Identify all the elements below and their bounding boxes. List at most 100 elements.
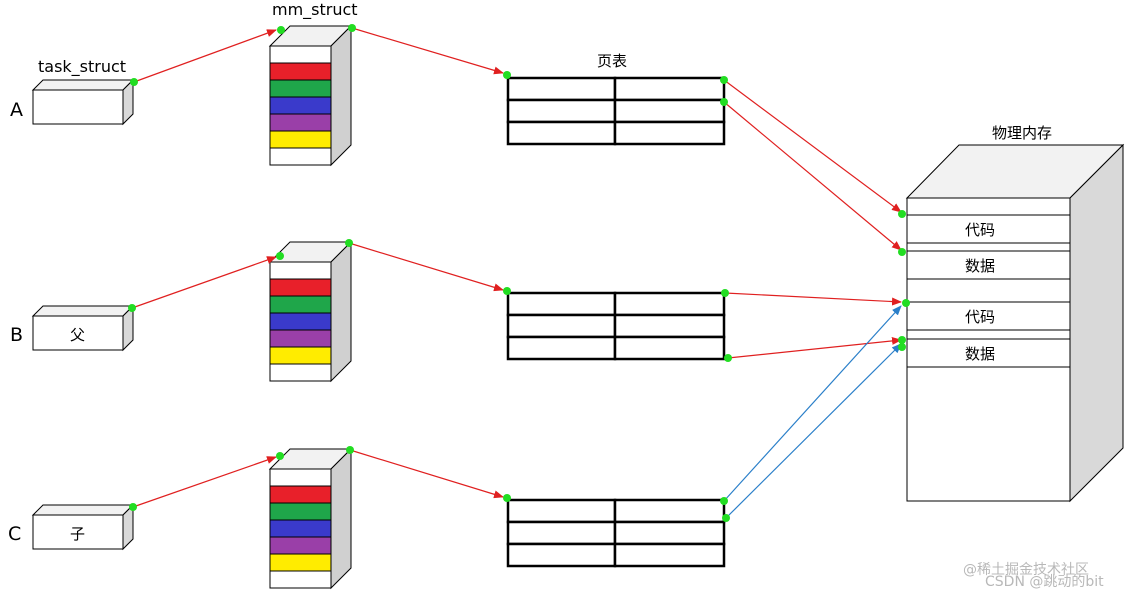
mm-struct-stripe: [269, 130, 332, 149]
dot-task-a: [130, 78, 138, 86]
page-table-cell: [613, 542, 726, 568]
dot-mm-b-out: [345, 239, 353, 247]
mm-struct-stripe: [269, 485, 332, 504]
physical-memory-block: 代码 数据 代码 数据: [905, 143, 1125, 503]
memory-region-data-1: [906, 250, 1071, 280]
page-table-cell: [506, 335, 617, 361]
dot-pt-c-out-1: [720, 497, 728, 505]
physical-memory-label: 物理内存: [992, 124, 1052, 142]
dot-mem-code-2: [902, 299, 910, 307]
dot-pt-a-out-1: [720, 76, 728, 84]
task-struct-box-c: 子: [31, 503, 135, 551]
page-table-cell: [506, 98, 617, 124]
page-table-a: [506, 76, 726, 146]
task-struct-label: task_struct: [38, 57, 126, 77]
page-table-b: [506, 291, 726, 361]
process-letter-b: B: [10, 324, 23, 346]
mm-struct-stripe: [269, 329, 332, 348]
arrow-pt-b-to-data: [727, 336, 902, 359]
dot-mem-data-2-a: [898, 336, 906, 344]
task-struct-label-child: 子: [70, 525, 85, 543]
page-table-cell: [506, 498, 617, 524]
dot-task-b: [128, 304, 136, 312]
watermark-juejin: @稀土掘金技术社区: [963, 562, 1089, 578]
dot-mm-c-in: [276, 452, 284, 460]
memory-region-code-2-label: 代码: [965, 308, 995, 326]
mm-struct-stack-c: [268, 447, 353, 590]
mm-struct-stripe: [269, 570, 332, 589]
page-table-cell: [506, 76, 617, 102]
page-table-cell: [506, 542, 617, 568]
dot-mm-c-out: [346, 446, 354, 454]
arrow-pt-a-to-data: [723, 101, 902, 251]
watermark-csdn: CSDN @跳动的bit: [985, 574, 1104, 590]
mm-struct-stripe: [269, 278, 332, 297]
page-table-cell: [613, 120, 726, 146]
dot-mm-a-out: [348, 24, 356, 32]
page-table-cell: [506, 291, 617, 317]
dot-mm-b-in: [276, 252, 284, 260]
mm-struct-stripe: [269, 62, 332, 81]
dot-pt-b-out-1: [721, 289, 729, 297]
mm-struct-stripe: [269, 519, 332, 538]
mm-struct-stripe: [269, 346, 332, 365]
memory-region-code-1-label: 代码: [965, 221, 995, 239]
mm-struct-side: [330, 24, 352, 167]
mm-struct-stack-a: [268, 24, 353, 167]
mm-struct-stack-b: [268, 240, 353, 383]
mm-struct-stripe: [269, 363, 332, 382]
arrows: [131, 27, 902, 519]
dot-pt-b-out-2: [724, 354, 732, 362]
page-table-cell: [613, 76, 726, 102]
connector-dots: [128, 24, 910, 522]
mm-struct-stripe: [269, 79, 332, 98]
mm-struct-stripe: [269, 147, 332, 166]
dot-mem-data-1: [898, 248, 906, 256]
mm-struct-stripe: [269, 312, 332, 331]
dot-pt-c-in: [503, 494, 511, 502]
page-table-c: [506, 498, 726, 568]
arrow-pt-a-to-code: [723, 79, 902, 213]
process-letter-c: C: [8, 523, 21, 545]
dot-task-c: [129, 503, 137, 511]
dot-mem-data-2-b: [898, 343, 906, 351]
arrow-task-a-to-mm-a: [133, 29, 277, 83]
dot-mem-code-1: [898, 210, 906, 218]
arrow-mm-a-to-pt-a: [351, 27, 504, 75]
mm-struct-stripe: [269, 113, 332, 132]
mm-struct-stripe: [269, 45, 332, 64]
dot-pt-c-out-2: [722, 514, 730, 522]
arrow-task-b-to-mm-b: [131, 256, 277, 309]
mm-struct-label: mm_struct: [272, 0, 358, 20]
mm-struct-stripe: [269, 468, 332, 487]
memory-region-code-2: [906, 301, 1071, 331]
process-letter-a: A: [10, 99, 23, 121]
mm-struct-stripe: [269, 553, 332, 572]
arrow-pt-b-to-code: [724, 292, 902, 306]
arrow-task-c-to-mm-c: [132, 456, 277, 508]
page-table-label: 页表: [597, 52, 627, 70]
arrow-pt-c-to-code: [723, 305, 902, 502]
mm-struct-stripe: [269, 295, 332, 314]
memory-region-code-1: [906, 214, 1071, 244]
page-table-cell: [613, 313, 726, 339]
page-table-cell: [613, 520, 726, 546]
page-table-cell: [613, 498, 726, 524]
page-table-cell: [506, 520, 617, 546]
task-struct-box-b: 父: [31, 304, 135, 352]
page-table-cell: [613, 98, 726, 124]
page-table-cell: [613, 335, 726, 361]
memory-region-data-1-label: 数据: [965, 257, 995, 275]
mm-struct-side: [330, 447, 352, 590]
page-table-cell: [506, 120, 617, 146]
page-table-cell: [506, 313, 617, 339]
task-struct-label-father: 父: [70, 326, 85, 344]
memory-region-data-2-label: 数据: [965, 345, 995, 363]
page-table-cell: [613, 291, 726, 317]
dot-pt-a-in: [503, 71, 511, 79]
mm-struct-stripe: [269, 536, 332, 555]
mm-struct-stripe: [269, 96, 332, 115]
dot-mm-a-in: [277, 26, 285, 34]
arrow-mm-b-to-pt-b: [348, 242, 504, 292]
